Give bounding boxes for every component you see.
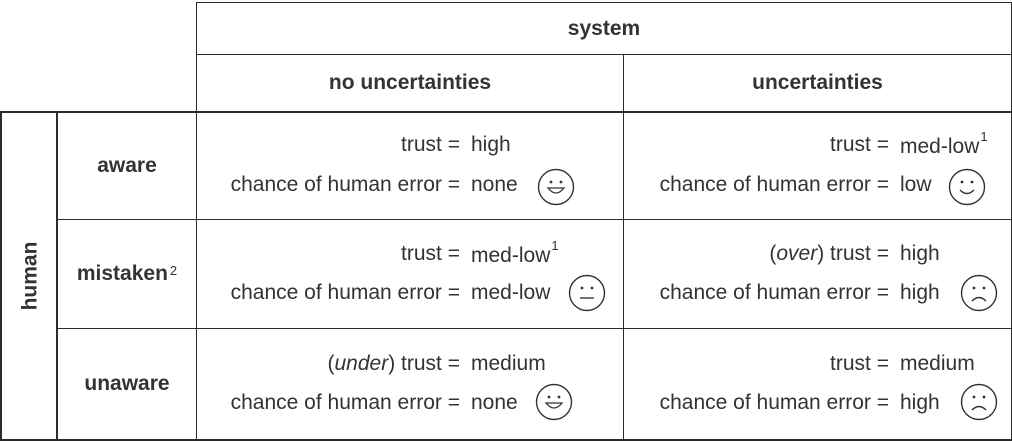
error-value: none [471, 391, 518, 414]
cell-aware-no-uncertainties: trust = high chance of human error = non… [197, 113, 623, 219]
trust-label: trust = [401, 242, 460, 265]
trust-value: high [900, 242, 940, 265]
column-header-uncertainties: uncertainties [752, 71, 883, 94]
error-label: chance of human error = [230, 173, 460, 196]
error-label: chance of human error = [659, 391, 889, 414]
column-header-no-uncertainties: no uncertainties [328, 71, 492, 94]
trust-value: med-low1 [471, 238, 559, 267]
cell-mistaken-no-uncertainties: trust = med-low1 chance of human error =… [197, 220, 623, 328]
trust-label: trust = [830, 133, 889, 156]
cell-unaware-uncertainties: trust = medium chance of human error = h… [624, 329, 1011, 439]
error-value: none [471, 173, 518, 196]
footnote-marker: 1 [551, 238, 559, 253]
error-value: low [900, 173, 932, 196]
neutral-face-icon [568, 274, 606, 312]
trust-value: medium [471, 352, 546, 375]
error-value: high [900, 281, 940, 304]
error-label: chance of human error = [230, 391, 460, 414]
trust-value: high [471, 133, 511, 156]
trust-label: trust = [830, 352, 889, 375]
error-label: chance of human error = [230, 281, 460, 304]
error-label: chance of human error = [659, 173, 889, 196]
cell-mistaken-uncertainties: (over) trust = high chance of human erro… [624, 220, 1011, 328]
system-header: system [567, 16, 641, 40]
trust-label: (under) trust = [327, 352, 461, 375]
trust-label: (over) trust = [769, 242, 889, 265]
row-label-aware: aware [97, 154, 157, 177]
trust-value: medium [900, 352, 975, 375]
sad-face-icon [960, 274, 998, 312]
error-label: chance of human error = [659, 281, 889, 304]
happy-face-icon [537, 168, 575, 206]
human-row-group-label: human [18, 241, 41, 311]
error-value: med-low [471, 281, 551, 304]
error-value: high [900, 391, 940, 414]
row-label-unaware: unaware [84, 372, 170, 395]
cell-unaware-no-uncertainties: (under) trust = medium chance of human e… [197, 329, 623, 439]
trust-value: med-low1 [900, 129, 988, 158]
footnote-marker: 1 [980, 129, 988, 144]
happy-face-icon [535, 383, 573, 421]
sad-face-icon [960, 383, 998, 421]
cell-aware-uncertainties: trust = med-low1 chance of human error =… [624, 113, 1011, 219]
footnote-marker: 2 [169, 262, 178, 278]
smile-face-icon [948, 168, 986, 206]
trust-label: trust = [401, 133, 460, 156]
